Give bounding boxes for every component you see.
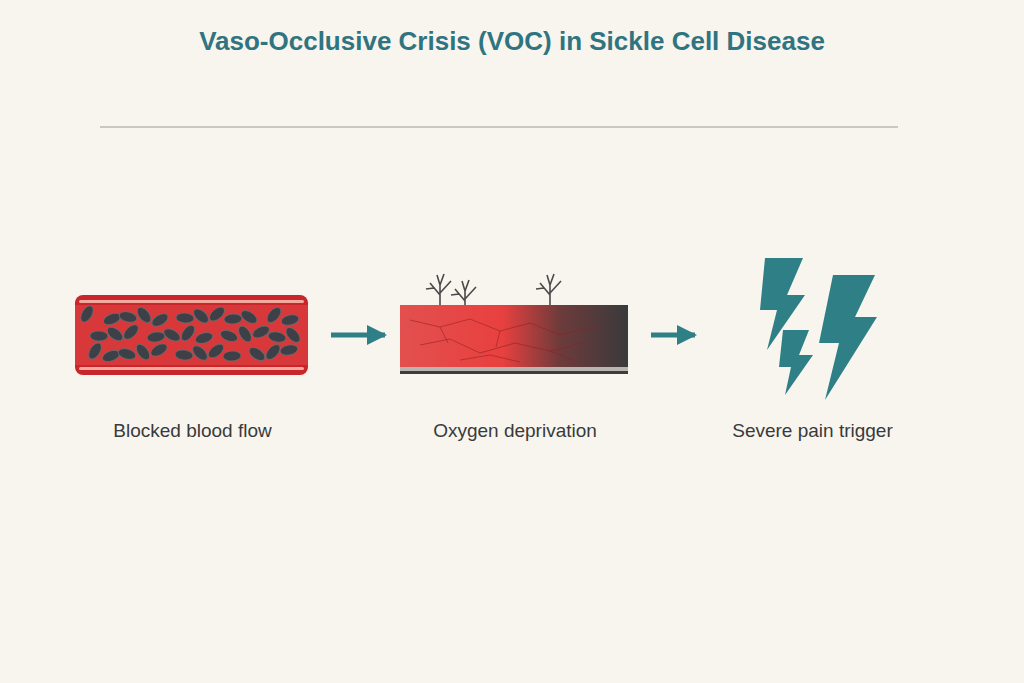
stage-label: Oxygen deprivation (391, 420, 639, 442)
title-rule (100, 126, 898, 127)
stage-node: Blocked blood flow (66, 255, 319, 455)
tissue-crack (440, 327, 448, 343)
tissue-edge (400, 371, 628, 374)
flow-arrow (651, 333, 695, 338)
sickle-cell (251, 324, 272, 341)
sickle-cell (146, 331, 165, 343)
tissue-crack (550, 351, 575, 361)
sickle-cell (283, 325, 302, 345)
tissue-block (400, 305, 628, 367)
sickle-cell (90, 331, 108, 341)
sickle-cell (176, 312, 195, 324)
sickle-cell (247, 345, 267, 364)
sickle-cell (219, 328, 239, 344)
tissue-edge (400, 367, 628, 371)
sickle-cell (101, 348, 121, 364)
tissue-crack (420, 339, 590, 353)
sickle-cell (280, 313, 300, 327)
lightning-bolt (779, 330, 813, 395)
lightning-bolt (819, 275, 877, 400)
sickle-cell (267, 330, 287, 343)
sickle-cell (149, 341, 170, 359)
sickle-cell (263, 342, 282, 362)
sickle-cell (105, 325, 125, 344)
nerve-branch (426, 274, 451, 307)
sickle-cell (223, 351, 241, 362)
sickle-cell (264, 305, 283, 325)
flow-arrow (331, 333, 385, 338)
stage-label: Severe pain trigger (701, 420, 924, 442)
sickle-cell (134, 305, 153, 325)
sickle-cell (191, 306, 211, 325)
vessel-wall (75, 295, 308, 375)
sickle-cell (279, 343, 299, 356)
sickle-cell (117, 347, 137, 362)
tissue-crack (496, 331, 500, 347)
stage-label: Blocked blood flow (66, 420, 319, 442)
sickle-cell (239, 308, 260, 326)
diagram-title: Vaso-Occlusive Crisis (VOC) in Sickle Ce… (0, 26, 1024, 57)
stage-node: Severe pain trigger (701, 255, 924, 455)
sickle-cell (134, 342, 153, 362)
nerve-branch (536, 274, 561, 307)
sickle-cell (118, 310, 138, 324)
sickle-cell (194, 331, 214, 346)
vessel-highlight (79, 367, 304, 370)
vessel-lumen (75, 305, 308, 365)
stage-node: Oxygen deprivation (391, 255, 639, 455)
sickle-cell (78, 304, 96, 325)
sickle-cell (150, 311, 171, 329)
sickle-cell (86, 341, 104, 362)
sickle-cell (162, 326, 183, 343)
sickle-cell (236, 324, 254, 345)
vessel-highlight (79, 300, 304, 303)
sickle-cell (121, 322, 141, 342)
sickle-cell (179, 323, 198, 343)
sickle-cell (190, 343, 210, 363)
sickle-cell (174, 349, 193, 361)
tissue-crack (410, 319, 530, 331)
sickle-cell (102, 311, 122, 327)
tissue-crack (530, 323, 600, 335)
sickle-cell (224, 313, 243, 324)
tissue-crack (460, 355, 520, 362)
